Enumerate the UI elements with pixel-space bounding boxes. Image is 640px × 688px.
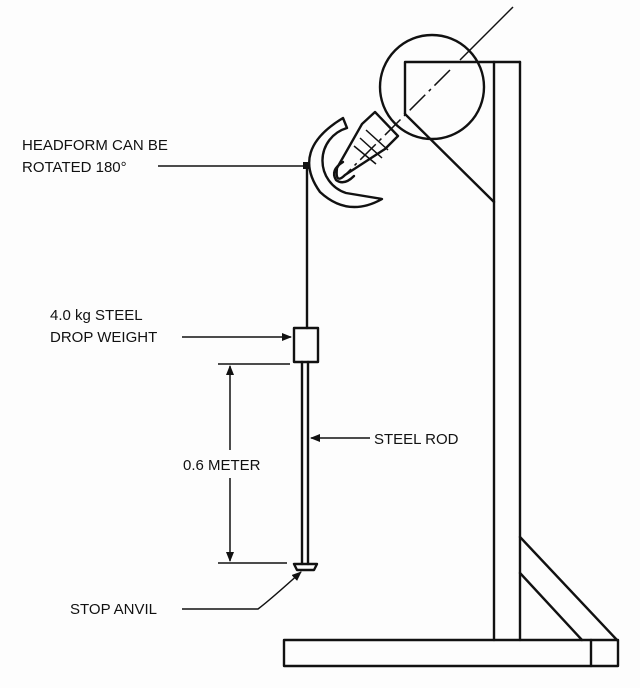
headform	[303, 6, 514, 209]
weight-label-line2: DROP WEIGHT	[50, 329, 157, 346]
weight-label-line1: 4.0 kg STEEL	[50, 307, 143, 324]
headform-label-line2: ROTATED 180°	[22, 159, 127, 176]
anvil-label: STOP ANVIL	[70, 601, 157, 618]
headform-label-line1: HEADFORM CAN BE	[22, 137, 168, 154]
anvil-leader	[182, 571, 302, 610]
distance-label: 0.6 METER	[183, 457, 261, 474]
base-beam	[282, 638, 620, 668]
vertical-post	[403, 60, 522, 642]
dimension-line	[218, 363, 290, 564]
steel-rod	[300, 360, 310, 566]
stop-anvil	[292, 562, 319, 572]
diagonal-brace	[518, 535, 619, 642]
drop-weight	[292, 326, 320, 364]
rod-label: STEEL ROD	[374, 431, 459, 448]
